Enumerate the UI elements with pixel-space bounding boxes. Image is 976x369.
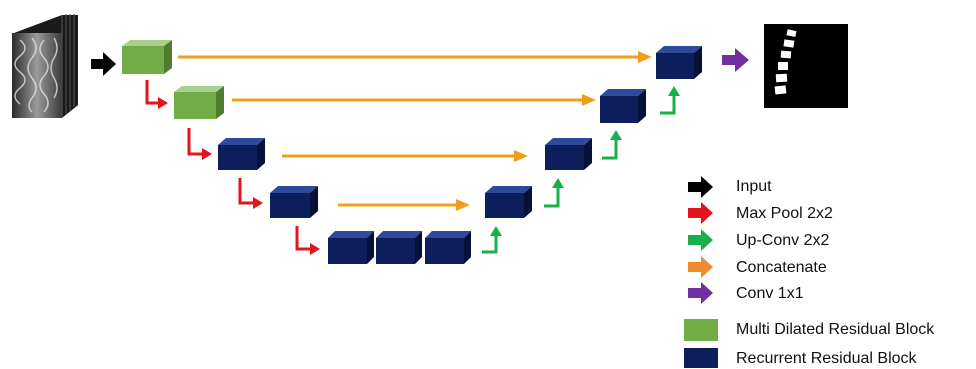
legend-conv-arrow-icon	[688, 282, 713, 304]
legend-input-label: Input	[736, 178, 772, 195]
input-image	[12, 14, 78, 118]
legend-recurrent-swatch	[684, 348, 718, 368]
concat-arrow-4	[338, 199, 470, 211]
maxpool-arrow-4	[295, 226, 320, 255]
decoder-block-3	[545, 138, 592, 170]
upconv-arrow-2	[544, 178, 564, 208]
legend-input-arrow-icon	[688, 176, 713, 198]
maxpool-arrow-3	[238, 178, 263, 209]
bottleneck-block-3	[425, 231, 471, 264]
legend-multi-dilated-label: Multi Dilated Residual Block	[736, 321, 935, 338]
legend-concat-arrow-icon	[688, 256, 713, 278]
upconv-arrow-3	[602, 130, 622, 160]
decoder-block-1	[656, 46, 702, 79]
legend-concat-label: Concatenate	[736, 259, 827, 276]
decoder-block-2	[600, 89, 646, 123]
legend-multi-dilated-swatch	[684, 319, 718, 341]
decoder-block-4	[485, 186, 532, 218]
upconv-arrow-1	[482, 226, 502, 254]
legend-upconv-arrow-icon	[688, 229, 713, 251]
encoder-block-1	[122, 40, 172, 74]
concat-arrow-3	[282, 150, 528, 162]
input-arrow	[91, 52, 116, 76]
concat-arrow-1	[178, 51, 652, 63]
maxpool-arrow-1	[145, 80, 168, 109]
upconv-arrow-4	[660, 86, 680, 115]
maxpool-arrow-2	[187, 128, 212, 160]
legend-maxpool-label: Max Pool 2x2	[736, 205, 833, 222]
legend-conv-label: Conv 1x1	[736, 285, 804, 302]
legend-upconv-label: Up-Conv 2x2	[736, 232, 830, 249]
encoder-block-3	[218, 138, 265, 170]
legend-recurrent-label: Recurrent Residual Block	[736, 350, 917, 367]
concat-arrow-2	[232, 94, 596, 106]
encoder-block-2	[174, 86, 224, 119]
legend-maxpool-arrow-icon	[688, 202, 713, 224]
bottleneck-block-1	[328, 231, 374, 264]
conv-arrow	[722, 48, 749, 72]
output-image	[764, 24, 848, 108]
bottleneck-block-2	[376, 231, 422, 264]
encoder-block-4	[270, 186, 318, 218]
